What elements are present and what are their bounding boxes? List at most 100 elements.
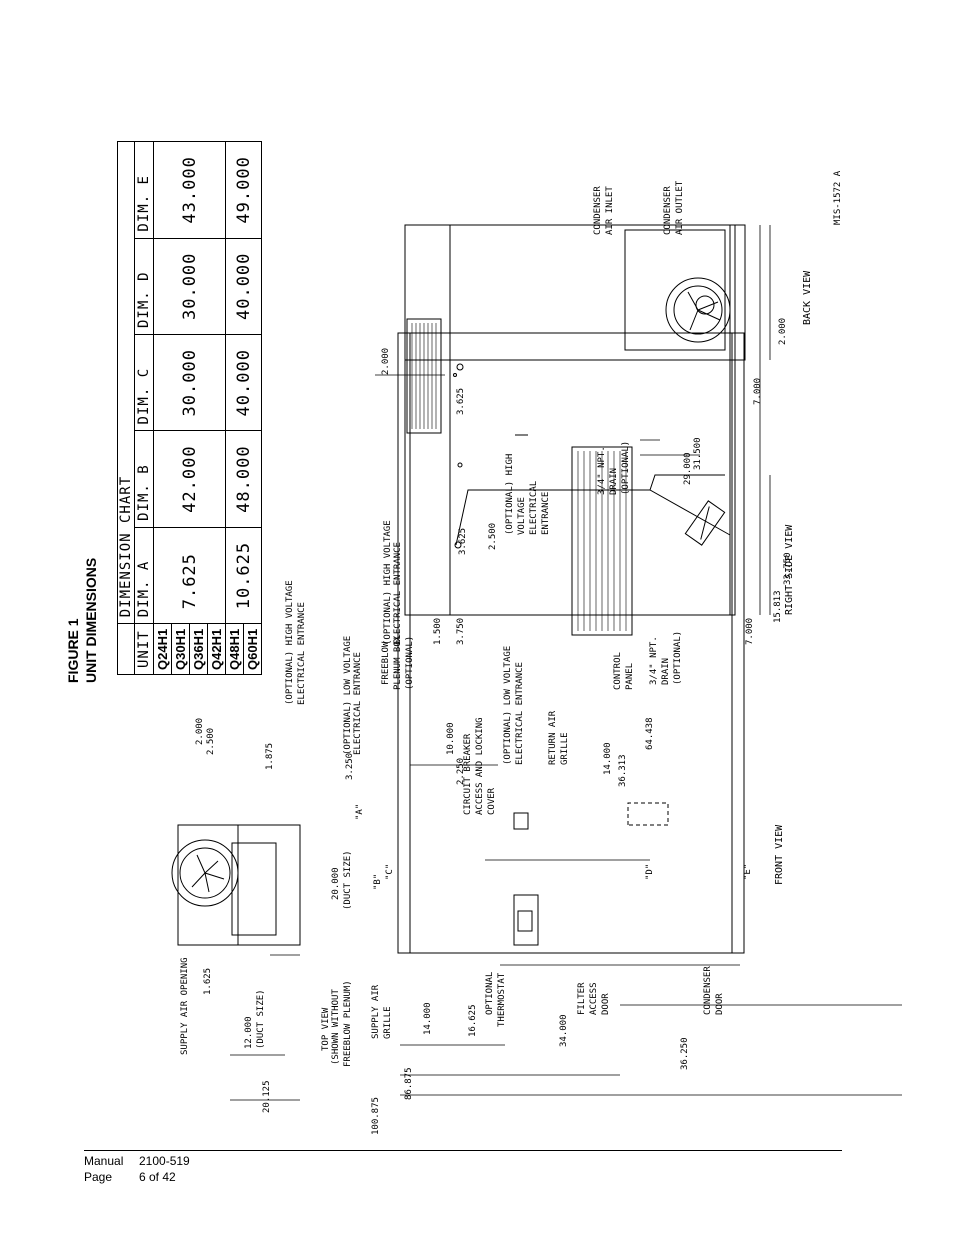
dimension-label: 100.875 bbox=[371, 1097, 381, 1135]
dimension-label: 2.000 bbox=[195, 718, 205, 745]
callout-label: ELECTRICAL bbox=[529, 481, 539, 535]
callout-label: DRAIN bbox=[661, 658, 671, 685]
dimension-label: 1.500 bbox=[433, 618, 443, 645]
callout-label: (OPTIONAL) bbox=[405, 636, 415, 690]
callout-label: 3/4" NPT. bbox=[597, 446, 607, 495]
right-side-view-outline bbox=[404, 224, 736, 616]
callout-label: AIR INLET bbox=[605, 186, 615, 235]
callout-label: PLENUM BOX bbox=[393, 635, 403, 690]
right-side-view-labels: FREEBLOW PLENUM BOX (OPTIONAL) 1.500 3.7… bbox=[381, 437, 795, 690]
front-view-outline bbox=[397, 318, 745, 954]
dimension-label: 2.500 bbox=[206, 728, 216, 755]
view-title: BACK VIEW bbox=[802, 270, 813, 325]
manual-label: Manual bbox=[84, 1154, 124, 1168]
dimension-label: 3.625 bbox=[456, 388, 466, 415]
dimension-label: 36.313 bbox=[618, 754, 628, 787]
page-label: Page bbox=[84, 1170, 113, 1184]
manual-number: 2100-519 bbox=[139, 1154, 190, 1168]
dimension-label: 29.000 bbox=[683, 452, 693, 485]
dimension-label: "D" bbox=[645, 864, 655, 880]
callout-label: (OPTIONAL) HIGH VOLTAGE bbox=[383, 520, 393, 645]
dimension-label: 86.875 bbox=[404, 1067, 414, 1100]
dimension-label: 64.438 bbox=[645, 717, 655, 750]
callout-label: CONDENSER bbox=[703, 966, 713, 1015]
dimension-label: 16.625 bbox=[468, 1004, 478, 1037]
dimension-label: 31.500 bbox=[693, 437, 703, 470]
dimension-label: 7.000 bbox=[753, 378, 763, 405]
dimension-label: (DUCT SIZE) bbox=[343, 850, 353, 910]
callout-label: CONTROL bbox=[613, 652, 623, 690]
dimension-label: 1.875 bbox=[265, 743, 275, 770]
callout-label: CIRCUIT BREAKER bbox=[463, 733, 473, 815]
callout-label: PANEL bbox=[625, 663, 635, 690]
callout-label: DOOR bbox=[601, 993, 611, 1015]
callout-label: ELECTRICAL ENTRANCE bbox=[353, 652, 363, 755]
view-note: FREEBLOW PLENUM) bbox=[343, 980, 353, 1067]
dimension-label: 2.500 bbox=[488, 523, 498, 550]
callout-label: CONDENSER bbox=[663, 186, 673, 235]
view-title: FRONT VIEW bbox=[774, 824, 785, 885]
callout-label: CONDENSER bbox=[593, 186, 603, 235]
footer-rule bbox=[84, 1150, 842, 1151]
callout-label: ENTRANCE bbox=[541, 492, 551, 535]
callout-label: DRAIN bbox=[609, 468, 619, 495]
callout-label: SUPPLY AIR bbox=[371, 984, 381, 1039]
callout-label: (OPTIONAL) LOW VOLTAGE bbox=[343, 636, 353, 755]
back-view-labels: 3.625 7.000 2.000 2.000 BACK VIEW CONDEN… bbox=[381, 170, 843, 415]
dimension-label: 3.750 bbox=[456, 618, 466, 645]
dimension-label: 14.000 bbox=[423, 1002, 433, 1035]
callout-label: ACCESS bbox=[589, 982, 599, 1015]
dimension-label: "C" bbox=[385, 864, 395, 880]
callout-label: SUPPLY AIR OPENING bbox=[180, 957, 190, 1055]
dimension-label: 15.813 bbox=[773, 590, 783, 623]
view-note: (SHOWN WITHOUT bbox=[331, 989, 341, 1065]
callout-label: RETURN AIR bbox=[548, 710, 558, 765]
page-footer: Manual 2100-519 Page 6 of 42 bbox=[84, 1153, 190, 1185]
dimension-label: (DUCT SIZE) bbox=[256, 989, 266, 1049]
dimension-label: 3.250 bbox=[345, 753, 355, 780]
callout-label: (OPTIONAL) LOW VOLTAGE bbox=[503, 646, 513, 765]
callout-label: FILTER bbox=[577, 982, 587, 1015]
view-title: RIGHT SIDE VIEW bbox=[784, 524, 795, 615]
dimension-label: "E" bbox=[743, 864, 753, 880]
dimension-label: 2.000 bbox=[381, 348, 391, 375]
back-view-outline bbox=[404, 224, 746, 371]
callout-label: 3/4" NPT. bbox=[649, 636, 659, 685]
dimension-lines bbox=[230, 225, 902, 1101]
callout-label: AIR OUTLET bbox=[675, 180, 685, 235]
callout-label: COVER bbox=[487, 787, 497, 815]
dimension-label: 36.250 bbox=[680, 1037, 690, 1070]
dimension-label: 20.000 bbox=[331, 867, 341, 900]
callout-label: (OPTIONAL) HIGH bbox=[505, 454, 515, 535]
dimension-label: 14.000 bbox=[603, 742, 613, 775]
dimension-label: 33.750 bbox=[783, 552, 793, 585]
top-view-outline bbox=[171, 824, 301, 946]
callout-label: (OPTIONAL) bbox=[673, 631, 683, 685]
top-view-labels: SUPPLY AIR OPENING 1.625 12.000 (DUCT SI… bbox=[180, 580, 365, 1113]
dimension-label: 1.625 bbox=[203, 968, 213, 995]
callout-label: THERMOSTAT bbox=[497, 972, 507, 1027]
dimension-label: 10.000 bbox=[446, 722, 456, 755]
callout-label: GRILLE bbox=[560, 732, 570, 765]
callout-label: DOOR bbox=[715, 993, 725, 1015]
callout-label: (OPTIONAL) HIGH VOLTAGE bbox=[285, 580, 295, 705]
dimension-label: 20.125 bbox=[262, 1080, 272, 1113]
dimension-label: "A" bbox=[355, 804, 365, 820]
drawing-id: MIS-1572 A bbox=[833, 170, 843, 225]
callout-label: ACCESS AND LOCKING bbox=[475, 717, 485, 815]
view-title: TOP VIEW bbox=[321, 1007, 331, 1051]
dimension-label: "B" bbox=[373, 874, 383, 890]
page-number: 6 of 42 bbox=[139, 1170, 176, 1184]
dimension-label: 12.000 bbox=[244, 1016, 254, 1049]
callout-label: (OPTIONAL) bbox=[621, 441, 631, 495]
callout-label: FREEBLOW bbox=[381, 641, 391, 685]
callout-label: GRILLE bbox=[383, 1006, 393, 1039]
callout-label: OPTIONAL bbox=[485, 972, 495, 1015]
callout-label: ELECTRICAL ENTRANCE bbox=[297, 602, 307, 705]
front-view-labels: 100.875 86.875 36.250 34.000 16.625 14.0… bbox=[371, 646, 785, 1135]
dimension-label: 2.250 bbox=[456, 758, 466, 785]
dimension-label: 34.000 bbox=[559, 1014, 569, 1047]
